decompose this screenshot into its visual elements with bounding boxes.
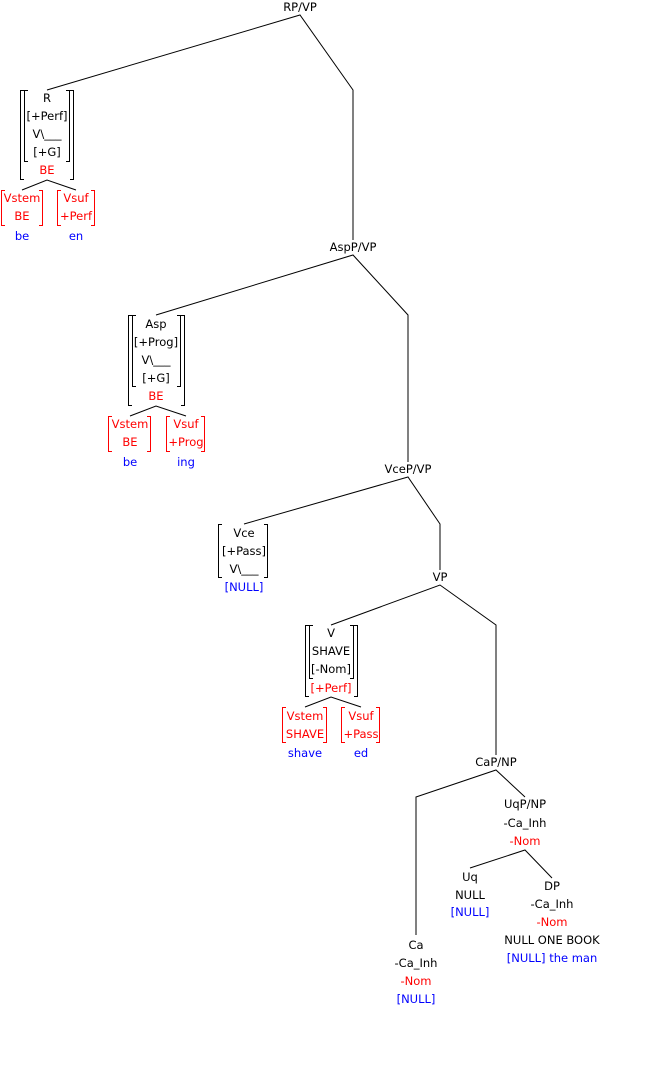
feature: +Pass <box>343 727 379 741</box>
feature: Vsuf <box>348 709 374 723</box>
node-rp-vp: RP/VP <box>283 0 317 14</box>
feature: BE <box>148 389 164 403</box>
feature: V <box>327 626 335 640</box>
bracket <box>350 625 354 679</box>
branch <box>155 254 409 462</box>
word: ing <box>177 455 195 469</box>
bracket <box>166 416 170 452</box>
branch <box>46 14 354 240</box>
branch <box>243 476 441 570</box>
feature: +Prog <box>168 435 204 449</box>
bracket <box>323 707 327 743</box>
word: ed <box>353 746 369 760</box>
feature: [+G] <box>33 145 61 159</box>
node-ca: Ca <box>408 938 424 952</box>
feature: BE <box>39 163 55 177</box>
feature: BE <box>14 209 30 223</box>
feature: [+Pass] <box>221 544 267 558</box>
node-vcep-vp: VceP/VP <box>384 462 432 476</box>
feature: Vsuf <box>63 191 89 205</box>
bracket <box>376 707 380 743</box>
bracket <box>24 90 28 162</box>
feature: Vsuf <box>173 417 199 431</box>
bracket <box>341 707 345 743</box>
feature: -Ca_Inh <box>503 816 547 830</box>
feature: Vstem <box>286 709 324 723</box>
feature: -Nom <box>509 834 541 848</box>
bracket <box>305 625 309 697</box>
bracket <box>201 416 205 452</box>
branch <box>21 179 77 191</box>
bracket <box>177 315 181 387</box>
bracket <box>57 190 61 226</box>
bracket <box>70 90 74 180</box>
feature: NULL <box>455 888 485 902</box>
feature: [+Perf] <box>310 681 352 695</box>
bracket <box>39 190 43 226</box>
bracket <box>147 416 151 452</box>
word: be <box>122 455 138 469</box>
node-cap-np: CaP/NP <box>475 755 517 769</box>
feature: +Perf <box>59 209 93 223</box>
bracket <box>1 190 5 226</box>
feature: -Nom <box>400 974 432 988</box>
bracket <box>181 315 185 406</box>
bracket <box>91 190 95 226</box>
node-dp: DP <box>544 879 560 893</box>
branch <box>304 696 362 708</box>
feature: V\___ <box>229 562 259 576</box>
word: shave <box>287 746 323 760</box>
feature: V\___ <box>32 127 62 141</box>
word: be <box>14 229 30 243</box>
feature: -Ca_Inh <box>530 897 574 911</box>
bracket <box>354 625 358 697</box>
feature: SHAVE <box>311 644 351 658</box>
feature: [-Nom] <box>311 662 351 676</box>
word: [NULL] <box>396 992 436 1006</box>
bracket <box>264 524 268 578</box>
word: [NULL] the man <box>506 951 598 965</box>
bracket <box>66 90 70 162</box>
feature: V\___ <box>141 353 171 367</box>
feature: [+G] <box>142 371 170 385</box>
bracket <box>20 90 24 180</box>
feature: NULL ONE BOOK <box>504 933 600 947</box>
node-uq: Uq <box>462 870 478 884</box>
branch <box>415 769 526 935</box>
feature: [+Prog] <box>133 335 179 349</box>
branch <box>330 584 497 755</box>
word: [NULL] <box>450 905 490 919</box>
node-uqp-np: UqP/NP <box>503 797 547 811</box>
node-aspp-vp: AspP/VP <box>329 240 377 254</box>
branch <box>129 405 187 417</box>
feature: BE <box>122 435 138 449</box>
bracket <box>282 707 286 743</box>
feature: SHAVE <box>285 727 325 741</box>
word: en <box>68 229 84 243</box>
bracket <box>108 416 112 452</box>
feature: Vstem <box>3 191 41 205</box>
feature: -Nom <box>536 915 568 929</box>
feature: R <box>43 91 51 105</box>
node-vp: VP <box>432 570 448 584</box>
feature: Vce <box>233 526 255 540</box>
bracket <box>309 625 313 679</box>
feature: Vstem <box>111 417 149 431</box>
bracket <box>132 315 136 387</box>
branch <box>469 849 553 879</box>
feature: Asp <box>145 317 167 331</box>
bracket <box>218 524 222 578</box>
feature: [+Perf] <box>26 109 68 123</box>
bracket <box>128 315 132 406</box>
word: [NULL] <box>224 580 264 594</box>
feature: -Ca_Inh <box>394 956 438 970</box>
